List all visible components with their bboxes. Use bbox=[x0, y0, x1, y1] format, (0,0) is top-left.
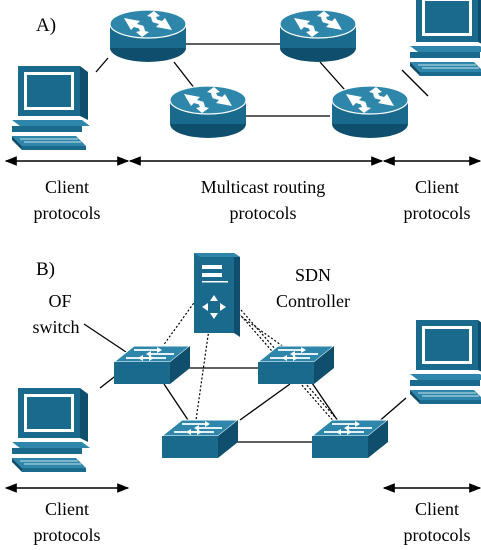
range-label-line1: Client bbox=[415, 499, 459, 519]
router-icon bbox=[169, 85, 247, 139]
router-icon bbox=[331, 85, 409, 139]
panel-b-label: B) bbox=[36, 259, 55, 280]
range-label-line1: Client bbox=[415, 177, 459, 197]
link-switch2-switch3 bbox=[239, 383, 291, 421]
switch-icon bbox=[257, 345, 335, 385]
router-icon bbox=[109, 9, 187, 63]
server-icon bbox=[194, 253, 240, 337]
link-client-left-router1 bbox=[95, 57, 109, 73]
control-link bbox=[159, 299, 197, 351]
range-label-line2: protocols bbox=[34, 203, 101, 223]
range-label-line2: protocols bbox=[404, 203, 471, 223]
router-icon bbox=[279, 9, 357, 63]
link-switch2-switch4 bbox=[309, 379, 341, 425]
control-link bbox=[240, 309, 342, 425]
panel-a-label: A) bbox=[36, 15, 56, 36]
controller-label-line1: SDN bbox=[295, 265, 331, 285]
switch-icon bbox=[161, 419, 239, 459]
panel-a: A) Client protocols Multicast routing pr… bbox=[4, 0, 481, 223]
of-switch-label-line2: switch bbox=[33, 317, 80, 337]
of-switch-label-line1: OF bbox=[48, 291, 71, 311]
computer-icon bbox=[11, 387, 91, 473]
computer-icon bbox=[409, 0, 481, 77]
control-link bbox=[235, 309, 337, 425]
range-label-line1: Client bbox=[45, 177, 89, 197]
control-links bbox=[159, 299, 342, 425]
panel-a-links bbox=[95, 43, 429, 117]
range-label-line1: Client bbox=[45, 499, 89, 519]
computer-icon bbox=[11, 65, 91, 151]
switch-icon bbox=[311, 419, 389, 459]
controller-label-line2: Controller bbox=[276, 291, 350, 311]
link-switch1-switch3 bbox=[163, 383, 189, 421]
of-switch-pointer bbox=[83, 323, 127, 353]
range-label-line1: Multicast routing bbox=[201, 177, 326, 197]
link-client-right-router4 bbox=[401, 69, 429, 97]
range-label-line2: protocols bbox=[230, 203, 297, 223]
computer-icon bbox=[409, 319, 481, 405]
control-link bbox=[195, 321, 211, 421]
control-link bbox=[231, 309, 289, 351]
range-label-line2: protocols bbox=[34, 525, 101, 545]
panel-b: B) OF switch SDN Controller bbox=[4, 253, 481, 545]
range-label-line2: protocols bbox=[404, 525, 471, 545]
